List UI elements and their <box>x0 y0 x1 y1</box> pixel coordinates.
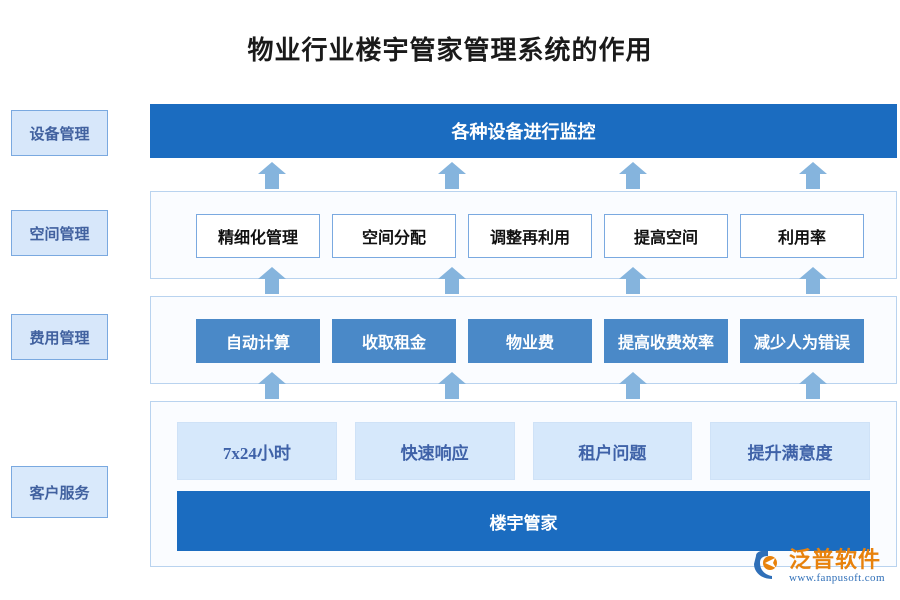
service-cell[interactable]: 7x24小时 <box>177 422 337 480</box>
space-cell-label: 调整再利用 <box>489 230 570 247</box>
sidebar-item-fee-management[interactable]: 费用管理 <box>11 314 108 360</box>
service-cell-label: 租户问题 <box>578 443 647 463</box>
sidebar-item-space-management[interactable]: 空间管理 <box>11 210 108 256</box>
space-cell[interactable]: 精细化管理 <box>196 214 320 258</box>
logo-url: www.fanpusoft.com <box>789 572 885 584</box>
service-cell[interactable]: 快速响应 <box>354 422 515 480</box>
fee-cell[interactable]: 减少人为错误 <box>740 319 864 363</box>
building-butler-label: 楼宇管家 <box>489 513 558 533</box>
customer-service-panel: 7x24小时 快速响应 租户问题 提升满意度 楼宇管家 <box>150 401 897 567</box>
sidebar-item-label: 客户服务 <box>29 485 90 502</box>
service-cell-label: 提升满意度 <box>747 443 833 463</box>
up-arrow-icon <box>798 371 828 399</box>
sidebar-item-equipment-management[interactable]: 设备管理 <box>11 110 108 156</box>
space-cell-label: 精细化管理 <box>217 230 298 247</box>
space-cell[interactable]: 利用率 <box>740 214 864 258</box>
fee-cell[interactable]: 收取租金 <box>332 319 456 363</box>
service-cell[interactable]: 租户问题 <box>532 422 693 480</box>
up-arrow-icon <box>437 161 467 189</box>
fee-cell-label: 物业费 <box>505 335 554 352</box>
fee-cell-label: 自动计算 <box>225 335 290 352</box>
fee-cell[interactable]: 自动计算 <box>196 319 320 363</box>
up-arrow-icon <box>257 161 287 189</box>
building-butler-banner: 楼宇管家 <box>177 491 870 551</box>
fee-cell[interactable]: 提高收费效率 <box>604 319 728 363</box>
page-title: 物业行业楼宇管家管理系统的作用 <box>247 36 653 65</box>
up-arrow-icon <box>798 266 828 294</box>
space-management-panel: 精细化管理 空间分配 调整再利用 提高空间 利用率 <box>150 191 897 279</box>
up-arrow-icon <box>618 161 648 189</box>
up-arrow-icon <box>437 371 467 399</box>
space-cell-strip: 精细化管理 空间分配 调整再利用 提高空间 利用率 <box>196 214 864 258</box>
fanpu-logo-icon <box>752 550 786 580</box>
space-cell-label: 空间分配 <box>361 230 426 247</box>
space-cell-label: 利用率 <box>777 230 826 247</box>
sidebar-item-customer-service[interactable]: 客户服务 <box>11 466 108 518</box>
logo-text-block: 泛普软件 www.fanpusoft.com <box>789 547 885 585</box>
service-cell[interactable]: 提升满意度 <box>710 422 870 480</box>
sidebar-item-label: 费用管理 <box>29 330 90 347</box>
fee-cell-label: 提高收费效率 <box>617 335 714 352</box>
up-arrow-icon <box>798 161 828 189</box>
service-cell-strip: 7x24小时 快速响应 租户问题 提升满意度 <box>177 422 870 480</box>
sidebar-item-label: 空间管理 <box>29 226 90 243</box>
up-arrow-icon <box>257 266 287 294</box>
up-arrow-icon <box>618 266 648 294</box>
equipment-banner-label: 各种设备进行监控 <box>451 122 596 142</box>
equipment-banner: 各种设备进行监控 <box>150 104 897 158</box>
up-arrow-icon <box>257 371 287 399</box>
sidebar-item-label: 设备管理 <box>29 126 90 143</box>
fee-cell-label: 减少人为错误 <box>753 335 850 352</box>
service-cell-label: 7x24小时 <box>222 443 291 463</box>
space-cell[interactable]: 空间分配 <box>332 214 456 258</box>
fee-cell-strip: 自动计算 收取租金 物业费 提高收费效率 减少人为错误 <box>196 319 864 363</box>
fee-cell-label: 收取租金 <box>361 335 426 352</box>
space-cell[interactable]: 调整再利用 <box>468 214 592 258</box>
up-arrow-icon <box>437 266 467 294</box>
logo-name: 泛普软件 <box>789 547 882 572</box>
fee-management-panel: 自动计算 收取租金 物业费 提高收费效率 减少人为错误 <box>150 296 897 384</box>
brand-logo: 泛普软件 www.fanpusoft.com <box>752 548 897 594</box>
up-arrow-icon <box>618 371 648 399</box>
fee-cell[interactable]: 物业费 <box>468 319 592 363</box>
service-cell-label: 快速响应 <box>400 443 469 463</box>
space-cell[interactable]: 提高空间 <box>604 214 728 258</box>
space-cell-label: 提高空间 <box>633 230 698 247</box>
